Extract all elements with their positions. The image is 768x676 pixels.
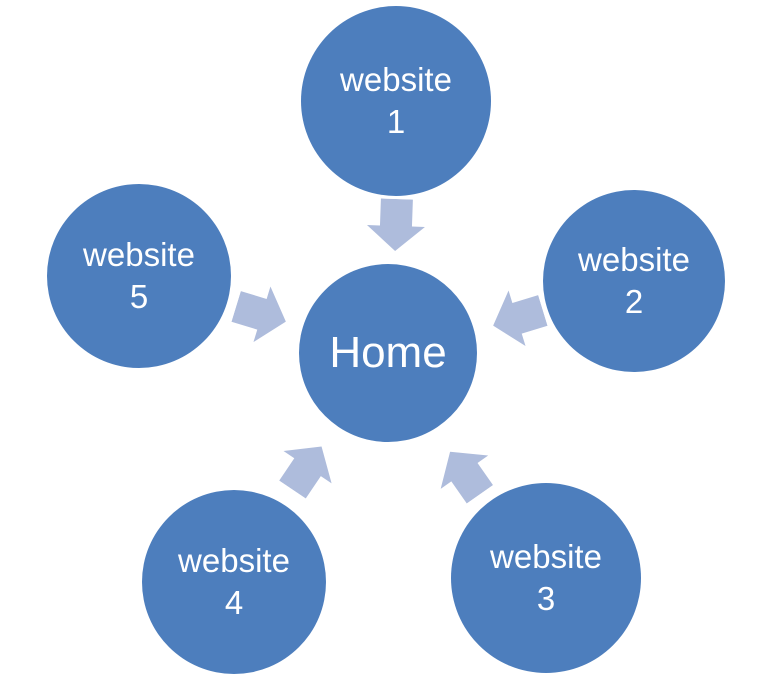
website-2-label: website xyxy=(578,240,690,278)
home-node-label: Home xyxy=(329,328,447,377)
home-node: Home xyxy=(299,264,477,442)
website-4-node: website 4 xyxy=(142,490,326,674)
website-3-label: website xyxy=(490,537,602,575)
website-5-number: 5 xyxy=(129,278,149,315)
arrow-website-4-to-home xyxy=(279,446,332,499)
website-1-number: 1 xyxy=(386,103,406,140)
website-4-number: 4 xyxy=(224,584,244,621)
arrow-website-5-to-home xyxy=(231,286,286,343)
arrow-website-1-to-home xyxy=(366,198,425,251)
website-3-node: website 3 xyxy=(451,483,641,673)
website-3-number: 3 xyxy=(536,580,556,617)
website-2-number: 2 xyxy=(624,283,644,320)
website-1-label: website xyxy=(340,60,452,98)
arrow-website-3-to-home xyxy=(440,451,494,504)
website-5-node: website 5 xyxy=(47,184,231,368)
website-2-node: website 2 xyxy=(543,190,725,372)
website-4-label: website xyxy=(178,541,290,579)
website-5-label: website xyxy=(83,235,195,273)
arrow-website-2-to-home xyxy=(493,290,548,347)
website-1-node: website 1 xyxy=(301,6,491,196)
